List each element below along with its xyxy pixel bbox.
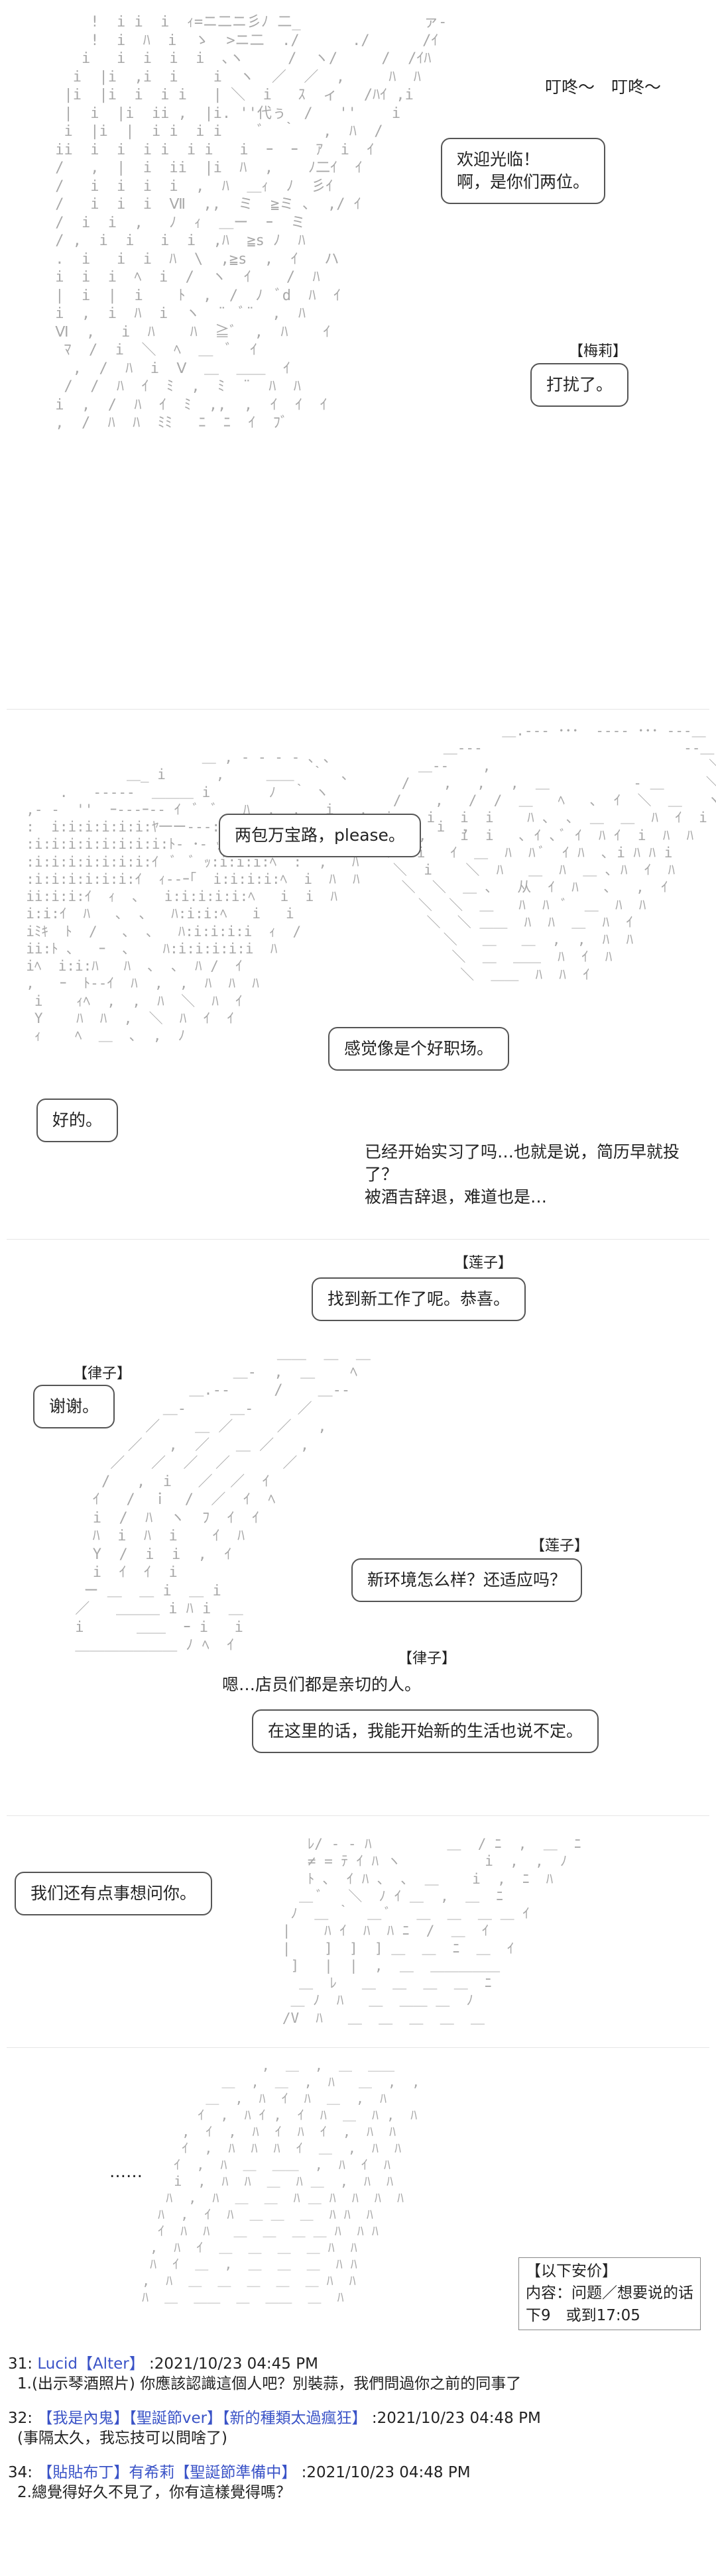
- ascii-art-clerk: ! i i i ｨ=ニ二ニ彡ﾉ 二_ ァ- ! i ﾊ i ゝ >ニ二 ./ .…: [55, 14, 448, 431]
- speech-bubble-ok: 好的。: [36, 1099, 119, 1142]
- speaker-tag-renko: 【莲子】: [454, 1255, 513, 1271]
- preview-content: 内容：问题／想要说的话: [526, 2284, 693, 2302]
- speech-ritsuko-2: 嗯…店员们都是亲切的人。: [222, 1675, 422, 1694]
- speech-bubble-ritsuko-1: 谢谢。: [33, 1385, 115, 1428]
- panel-divider: [7, 2047, 709, 2048]
- ascii-art-ritsuko: ＿＿ ＿ ＿ ＿‐ , ＿ ﾍ ＿.‐‐ / ＿‐‐ ＿‐ ＿‐ ／ ／ ＿ ／…: [75, 1346, 371, 1654]
- panel-1-entrance: ! i i i ｨ=ニ二ニ彡ﾉ 二_ ァ- ! i ﾊ i ゝ >ニ二 ./ .…: [0, 0, 716, 702]
- ascii-art-clerk-counter: ＿.--‐ ･･･ ‐‐‐‐ ･･･ ‐--＿ ＿-‐‐ ‐-＿ ＿-‐ , ＼…: [385, 723, 716, 983]
- speech-bubble-mari: 打扰了。: [530, 363, 629, 407]
- comment-number: 31:: [8, 2355, 33, 2373]
- panel-divider: [7, 1239, 709, 1240]
- comment-time: :2021/10/23 04:48 PM: [301, 2464, 471, 2481]
- panel-2-counter: ＿ , - ‐ ‐ - ､ ､ ＿_ i , ＿＿ ｀ ､ . -‐‐‐‐ ＿＿…: [0, 716, 716, 1232]
- panel-4-question: ﾚ/ - ‐ ﾊ ＿ / ﾆ , ＿ ﾆ ≠ = ﾃ ｲ ﾊ ヽ i , , ﾉ…: [0, 1822, 716, 2041]
- speech-bubble-renko-2: 新环境怎么样？还适应吗？: [351, 1558, 583, 1602]
- panel-divider: [7, 709, 709, 710]
- comment-user-link[interactable]: Lucid【Alter】: [37, 2355, 145, 2373]
- comment-text: 1.(出示琴酒照片) 你應該認識這個人吧？別裝蒜，我們問過你之前的同事了: [17, 2375, 522, 2392]
- comment-time: :2021/10/23 04:45 PM: [149, 2355, 318, 2373]
- comment-user-link[interactable]: 【貼貼布丁】有希莉【聖誕節準備中】: [37, 2464, 297, 2481]
- comment-number: 32:: [8, 2410, 33, 2427]
- comment-text: (事隔太久，我忘技可以問啥了): [17, 2430, 227, 2447]
- speech-bubble-ask: 我们还有点事想问你。: [15, 1872, 213, 1915]
- thought-text: 已经开始实习了吗…也就是说，简历早就投了？ 被酒吉辞退，难道也是…: [358, 1137, 716, 1212]
- ascii-art-ritsuko-silent: , ＿ , ＿ ＿＿ ＿ , ＿ , ﾊ ＿ , , ＿ , ﾊ ｲ ﾊ ＿ ,…: [142, 2057, 420, 2305]
- comment-text: 2.總覺得好久不見了，你有這樣覺得嗎？: [17, 2484, 291, 2501]
- preview-title: 【以下安价】: [526, 2263, 617, 2280]
- comment-header: 32: 【我是內鬼】【聖誕節ver】【新的種類太過瘋狂】 :2021/10/23…: [8, 2405, 541, 2428]
- welcome-text-2: 啊，是你们两位。: [457, 172, 590, 191]
- speaker-tag-ritsuko: 【律子】: [398, 1650, 457, 1667]
- preview-deadline: 下9 或到17:05: [526, 2306, 640, 2324]
- welcome-text: 欢迎光临！: [457, 150, 540, 169]
- comment-header: 31: Lucid【Alter】 :2021/10/23 04:45 PM: [8, 2351, 318, 2373]
- speaker-tag-ritsuko: 【律子】: [73, 1366, 132, 1382]
- ellipsis-text: ……: [109, 2162, 143, 2181]
- speaker-tag-mari: 【梅莉】: [569, 343, 628, 360]
- ascii-art-clerk-close: ﾚ/ - ‐ ﾊ ＿ / ﾆ , ＿ ﾆ ≠ = ﾃ ｲ ﾊ ヽ i , , ﾉ…: [282, 1836, 581, 2026]
- doorbell-sfx: 叮咚～ 叮咚～: [545, 78, 662, 97]
- comment-time: :2021/10/23 04:48 PM: [371, 2410, 541, 2427]
- speech-bubble-renko-1: 找到新工作了呢。恭喜。: [312, 1277, 526, 1321]
- panel-3-conversation: ＿＿ ＿ ＿ ＿‐ , ＿ ﾍ ＿.‐‐ / ＿‐‐ ＿‐ ＿‐ ／ ／ ＿ ／…: [0, 1246, 716, 1809]
- speech-bubble-feel: 感觉像是个好职场。: [328, 1027, 510, 1071]
- speaker-tag-renko: 【莲子】: [530, 1538, 589, 1554]
- panel-divider: [7, 1815, 709, 1816]
- preview-box: 【以下安价】 内容：问题／想要说的话 下9 或到17:05: [518, 2257, 701, 2331]
- panel-5-silence: , ＿ , ＿ ＿＿ ＿ , ＿ , ﾊ ＿ , , ＿ , ﾊ ｲ ﾊ ＿ ,…: [0, 2051, 716, 2345]
- comment-number: 34:: [8, 2464, 33, 2481]
- speech-bubble-welcome: 欢迎光临！ 啊，是你们两位。: [441, 138, 606, 204]
- thought-line-1: 已经开始实习了吗…也就是说，简历早就投了？: [365, 1142, 680, 1184]
- thought-line-2: 被酒吉辞退，难道也是…: [365, 1187, 548, 1207]
- comment-user-link[interactable]: 【我是內鬼】【聖誕節ver】【新的種類太過瘋狂】: [37, 2410, 367, 2427]
- speech-bubble-ritsuko-3: 在这里的话，我能开始新的生活也说不定。: [252, 1709, 599, 1753]
- comment-header: 34: 【貼貼布丁】有希莉【聖誕節準備中】 :2021/10/23 04:48 …: [8, 2459, 471, 2482]
- speech-bubble-order: 两包万宝路，please。: [219, 814, 421, 857]
